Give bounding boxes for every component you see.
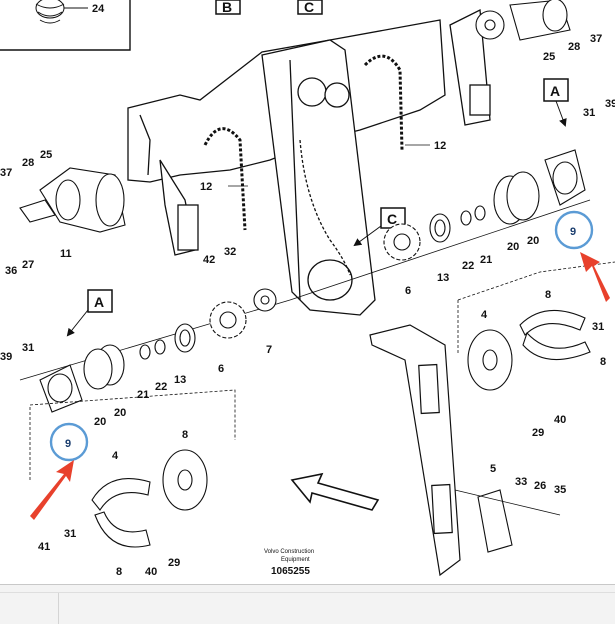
- part-label-13-left: 13: [174, 374, 186, 386]
- part-label-11: 11: [60, 248, 72, 260]
- highlight-circle-part-9-left: 9: [49, 422, 89, 462]
- callout-box-a-left: A: [66, 289, 113, 337]
- part-label-22-right: 22: [462, 260, 474, 272]
- highlight-circle-part-9-right: 9: [554, 210, 594, 250]
- brake-assembly-left: [91, 449, 208, 548]
- part-label-20-right-a: 20: [507, 241, 519, 253]
- footer-brand-line1: Volvo Construction: [264, 549, 314, 555]
- bottom-toolbar: [0, 584, 615, 624]
- part-label-20-right-b: 20: [527, 235, 539, 247]
- part-label-35: 35: [554, 484, 566, 496]
- part-label-21-right: 21: [480, 254, 492, 266]
- part-label-37-top: 37: [590, 33, 602, 45]
- callout-box-a-right: A: [543, 78, 569, 127]
- part-label-8-right-a: 8: [545, 289, 551, 301]
- part-label-8-left-a: 4: [112, 450, 119, 462]
- gasket-part-5: [477, 489, 513, 553]
- part-label-37-left: 37: [0, 167, 12, 179]
- part-label-20-left-a: 20: [114, 407, 126, 419]
- cover-plate: [369, 324, 461, 577]
- part-label-7: 7: [266, 344, 272, 356]
- part-label-28-top: 28: [568, 41, 580, 53]
- svg-text:C: C: [304, 0, 314, 15]
- part-label-31-left-b: 31: [64, 528, 76, 540]
- part-label-5: 5: [490, 463, 496, 475]
- part-label-12-left: 12: [200, 181, 212, 193]
- part-label-41: 41: [38, 541, 50, 553]
- footer-drawing-number: 1065255: [271, 566, 310, 577]
- motor-left: [19, 167, 126, 233]
- chain-12-left: [203, 127, 247, 231]
- part-label-32: 32: [224, 246, 236, 258]
- part-label-4-left: 8: [182, 429, 188, 441]
- red-arrow-left: [30, 460, 74, 520]
- part-label-20-left-b: 20: [94, 416, 106, 428]
- callout-box-b-top: B: [215, 0, 241, 15]
- part-label-25-left: 25: [40, 149, 52, 161]
- toolbar-cell-separator: [58, 593, 59, 624]
- part-label-28-left: 28: [22, 157, 34, 169]
- sprocket-assembly-right: [383, 149, 586, 261]
- brake-assembly-right: [467, 309, 591, 391]
- part-label-40-right: 40: [554, 414, 566, 426]
- sprocket-assembly-left: [39, 288, 277, 413]
- exploded-parts-diagram: 24 B C 12 12 25: [0, 0, 615, 578]
- callout-box-c-top: C: [297, 0, 323, 15]
- footer-brand-line2: Equipment: [281, 557, 310, 563]
- svg-text:9: 9: [65, 438, 71, 450]
- part-label-27: 27: [22, 259, 34, 271]
- part-label-29-right: 29: [532, 427, 544, 439]
- swing-arm: [261, 39, 376, 316]
- red-arrow-right: [580, 252, 610, 302]
- part-label-25-top: 25: [543, 51, 555, 63]
- chain-12-right: [363, 54, 404, 151]
- direction-arrow: [290, 472, 380, 511]
- spring-part-24: [35, 0, 88, 24]
- toolbar-divider: [0, 592, 615, 593]
- svg-text:B: B: [222, 0, 232, 15]
- part-label-8-left-b: 8: [116, 566, 122, 578]
- part-label-31-left: 31: [22, 342, 34, 354]
- callout-box-c-mid: C: [353, 207, 406, 247]
- part-label-12-right: 12: [434, 140, 446, 152]
- detail-box-left: [29, 389, 236, 480]
- part-label-21-left: 21: [137, 389, 149, 401]
- part-label-6-left: 6: [218, 363, 224, 375]
- part-label-36: 36: [5, 265, 17, 277]
- part-label-31-right: 31: [583, 107, 595, 119]
- part-label-39-right: 39: [605, 98, 615, 110]
- part-label-24: 24: [92, 3, 105, 15]
- part-label-42: 42: [203, 254, 215, 266]
- part-label-29-left: 29: [168, 557, 180, 569]
- svg-text:9: 9: [570, 226, 576, 238]
- part-label-8-right-b: 8: [600, 356, 606, 368]
- part-label-40-left: 40: [145, 566, 157, 578]
- part-label-26: 26: [534, 480, 546, 492]
- motor-top-right: [475, 0, 571, 41]
- part-label-31-right-b: 31: [592, 321, 604, 333]
- part-label-39-left: 39: [0, 351, 12, 363]
- part-label-33: 33: [515, 476, 527, 488]
- part-label-4-right: 4: [481, 309, 488, 321]
- svg-text:A: A: [550, 83, 560, 99]
- part-label-13-right: 13: [437, 272, 449, 284]
- part-label-22-left: 22: [155, 381, 167, 393]
- svg-text:A: A: [94, 294, 104, 310]
- part-label-6-right: 6: [405, 285, 411, 297]
- inset-box-top-left: [0, 0, 131, 51]
- svg-text:C: C: [387, 211, 397, 227]
